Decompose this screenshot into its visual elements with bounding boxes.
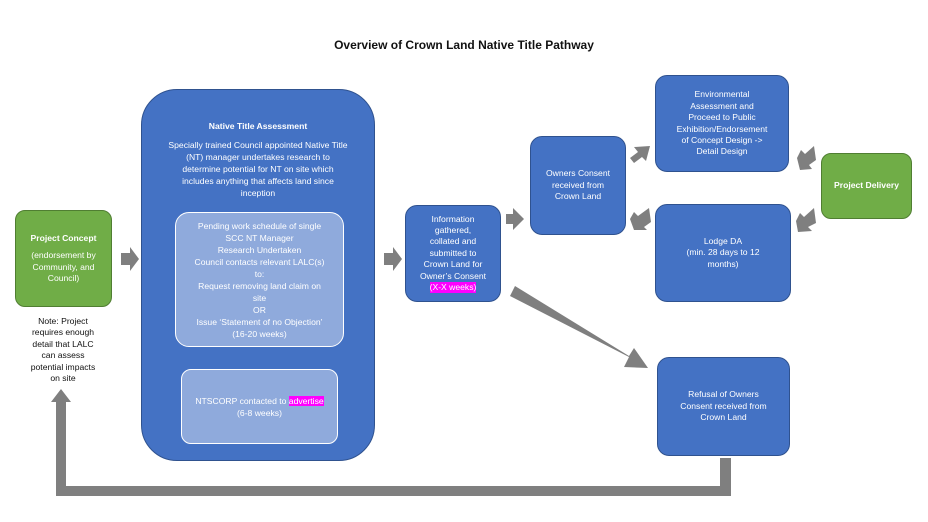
information-line: gathered, xyxy=(434,224,472,235)
project-concept-heading: Project Concept xyxy=(30,232,97,243)
project-concept-line: (endorsement by xyxy=(31,250,96,261)
note-line: detail that LALC xyxy=(32,338,94,349)
pending-line: (16-20 weeks) xyxy=(232,328,287,339)
note-line: can assess xyxy=(41,350,85,361)
project-note: Note: Project requires enough detail tha… xyxy=(18,316,108,384)
pending-line: Council contacts relevant LALC(s) xyxy=(194,256,325,267)
lodge-da-line: Lodge DA xyxy=(703,235,743,246)
lodge-da-line: months) xyxy=(707,258,739,269)
ntscorp-highlight: advertise xyxy=(288,395,324,406)
ntscorp-prefix: NTSCORP contacted to xyxy=(195,395,289,406)
arrow-consent-to-environmental xyxy=(630,146,650,163)
owners-consent-line: received from xyxy=(551,179,605,190)
pending-line: SCC NT Manager xyxy=(225,232,294,243)
pending-line: site xyxy=(252,292,267,303)
refusal-line: Consent received from xyxy=(680,400,767,411)
owners-consent-line: Crown Land xyxy=(554,191,602,202)
pending-line: Issue ‘Statement of no Objection’ xyxy=(196,316,323,327)
arrow-lodge-da-to-delivery xyxy=(796,208,816,232)
environmental-line: of Concept Design -> xyxy=(681,134,763,145)
information-line: Owner’s Consent xyxy=(419,270,487,281)
pending-line: to: xyxy=(254,268,265,279)
environmental-line: Assessment and xyxy=(690,100,754,111)
arrow-environmental-to-delivery xyxy=(797,146,816,170)
native-title-heading: Native Title Assessment xyxy=(208,121,308,131)
information-line: Crown Land for xyxy=(423,259,483,270)
environmental-line: Environmental xyxy=(694,89,750,100)
pending-line: Pending work schedule of single xyxy=(197,220,322,231)
project-concept-box: Project Concept (endorsement by Communit… xyxy=(15,210,112,307)
pending-line: Research Undertaken xyxy=(217,244,302,255)
native-title-line: inception xyxy=(240,188,276,198)
arrow-information-to-refusal xyxy=(510,286,648,368)
environmental-assessment-box: Environmental Assessment and Proceed to … xyxy=(655,75,789,172)
information-line: collated and xyxy=(429,236,477,247)
note-line: on site xyxy=(50,373,76,384)
note-line: potential impacts xyxy=(30,361,96,372)
owners-consent-box: Owners Consent received from Crown Land xyxy=(530,136,626,235)
pending-line: OR xyxy=(253,304,266,315)
information-line: Information xyxy=(431,213,475,224)
ntscorp-weeks: (6-8 weeks) xyxy=(237,407,282,418)
native-title-line: Specially trained Council appointed Nati… xyxy=(168,140,348,150)
environmental-line: Proceed to Public xyxy=(688,112,756,123)
information-gathered-box: Information gathered, collated and submi… xyxy=(405,205,501,302)
native-title-line: (NT) manager undertakes research to xyxy=(186,152,330,162)
lodge-da-line: (min. 28 days to 12 xyxy=(686,247,760,258)
note-line: Note: Project xyxy=(38,316,88,326)
ntscorp-box: NTSCORP contacted to advertise (6-8 week… xyxy=(181,369,338,444)
information-highlight: (X-X weeks) xyxy=(429,282,477,294)
native-title-line: determine potential for NT on site which xyxy=(182,164,334,174)
environmental-line: Exhibition/Endorsement xyxy=(676,123,768,134)
arrow-concept-to-assessment xyxy=(121,247,139,271)
arrow-assessment-to-information xyxy=(384,247,402,271)
owners-consent-line: Owners Consent xyxy=(545,168,610,179)
pending-line: Request removing land claim on xyxy=(198,280,321,291)
arrow-consent-to-lodge-da xyxy=(630,208,651,230)
lodge-da-box: Lodge DA (min. 28 days to 12 months) xyxy=(655,204,791,302)
note-line: requires enough xyxy=(31,327,95,338)
arrow-information-to-consent xyxy=(506,208,524,230)
project-concept-line: Council) xyxy=(47,272,80,283)
information-line: submitted to xyxy=(429,247,477,258)
ntscorp-line: NTSCORP contacted to advertise xyxy=(195,395,324,407)
project-delivery-heading: Project Delivery xyxy=(834,180,899,191)
project-delivery-box: Project Delivery xyxy=(821,153,912,219)
diagram-title: Overview of Crown Land Native Title Path… xyxy=(334,38,594,52)
pending-work-schedule-box: Pending work schedule of single SCC NT M… xyxy=(175,212,344,347)
refusal-box: Refusal of Owners Consent received from … xyxy=(657,357,790,456)
project-concept-line: Community, and xyxy=(32,261,95,272)
refusal-line: Refusal of Owners xyxy=(688,389,759,400)
native-title-line: includes anything that affects land sinc… xyxy=(182,176,334,186)
refusal-line: Crown Land xyxy=(700,412,747,423)
environmental-line: Detail Design xyxy=(696,146,748,157)
native-title-text: Native Title Assessment Specially traine… xyxy=(141,120,375,199)
